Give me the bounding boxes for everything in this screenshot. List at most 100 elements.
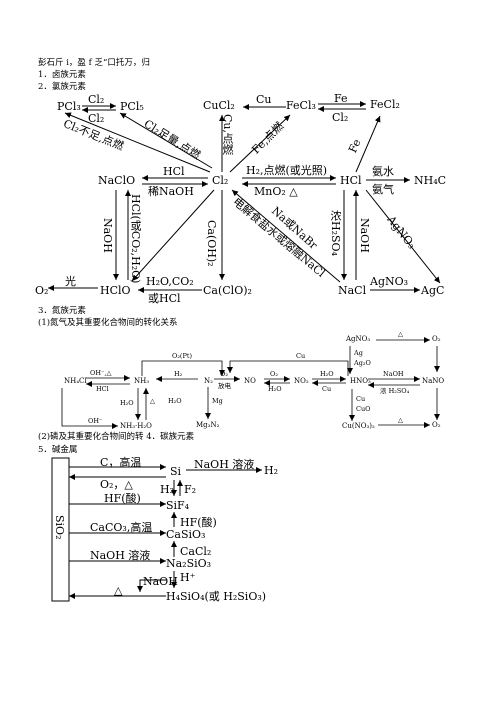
- label-oh-heat: OH⁻,△: [90, 369, 112, 377]
- label-or-hcl: 或HCl: [148, 292, 181, 305]
- species-o2-bottom: O₂: [432, 421, 441, 429]
- label-cu-no2: Cu: [322, 385, 332, 393]
- species-nh4cl: NH₄Cl: [64, 377, 87, 385]
- species-cucl2: CuCl₂: [203, 99, 235, 112]
- species-hcl: HCl: [340, 174, 362, 187]
- label-naoh-left: NaOH: [101, 218, 114, 253]
- label-hcl: HCl: [96, 385, 109, 393]
- species-no: NO: [244, 377, 256, 385]
- species-si: Si: [170, 465, 182, 478]
- species-casio3: CaSiO₃: [166, 528, 206, 541]
- label-ag2o: Ag₂O: [354, 359, 371, 367]
- label-dilute-naoh: 稀NaOH: [148, 185, 194, 198]
- species-nh3h2o: NH₃·H₂O: [120, 422, 152, 430]
- label-hf-acid-right: HF(酸): [180, 516, 217, 529]
- label-delta: △: [114, 584, 123, 597]
- label-h2o-mid: H₂O: [168, 397, 182, 405]
- label-hcl-co2-h2o: HCl(或CO₂,H₂O): [129, 194, 142, 284]
- species-nacl: NaCl: [338, 284, 367, 297]
- species-n2: N₂: [204, 377, 213, 385]
- phosphorus-carbon-heading: (2)磷及其重要化合物间的转 4．碳族元素: [38, 432, 195, 442]
- label-cu: Cu: [256, 93, 272, 106]
- label-cl2-fecl2: Cl₂: [332, 111, 349, 124]
- species-agno3: AgNO₃: [346, 335, 371, 343]
- label-conc-h2so4: 浓H₂SO₄: [329, 210, 342, 256]
- label-h-plus: H⁺: [180, 571, 196, 584]
- label-h2o-co2: H₂O,CO₂: [146, 275, 194, 288]
- label-naoh-solution-mid: NaOH 溶液: [90, 549, 151, 562]
- section-heading-nitrogen: 3．氮族元素: [38, 306, 86, 316]
- label-h2o-no: H₂O: [268, 385, 282, 393]
- label-f2: F₂: [184, 483, 197, 496]
- species-agc: AgC: [421, 284, 445, 297]
- label-naoh: NaOH: [383, 370, 404, 378]
- species-pcl5: PCl₅: [120, 100, 144, 113]
- label-h2o-no2: H₂O: [320, 370, 334, 378]
- label-mg: Mg: [212, 397, 223, 405]
- label-o2-arc: O₂: [220, 370, 228, 378]
- label-cl2-top: Cl₂: [88, 93, 105, 106]
- species-h4sio4: H₄SiO₄(或 H₂SiO₃): [166, 590, 267, 603]
- nitrogen-subheading: (1)氮气及其重要化合物间的转化关系: [38, 318, 178, 328]
- label-agno3-bottom: AgNO₃: [370, 275, 409, 288]
- label-caoh2: Ca(OH)₂: [205, 220, 218, 267]
- species-no2: NO₂: [294, 377, 309, 385]
- section-heading-chlorine: 2．氯族元素: [38, 82, 86, 92]
- species-pcl3: PCl₃: [57, 100, 81, 113]
- species-mg3n2: Mg₃N₂: [196, 421, 220, 429]
- label-ammonia-water: 氨水: [372, 165, 394, 178]
- species-caclo2: Ca(ClO)₂: [203, 284, 252, 297]
- species-fecl2: FeCl₂: [370, 98, 400, 111]
- label-o2-heat: O₂，△: [100, 478, 133, 491]
- label-ag: Ag: [354, 349, 363, 357]
- label-cu-ignite: Cu,点燃: [221, 114, 234, 155]
- species-na2sio3: Na₂SiO₃: [166, 557, 212, 570]
- species-cl2: Cl₂: [212, 174, 229, 187]
- label-discharge: 放电: [218, 382, 231, 390]
- label-cu-right: Cu: [356, 395, 366, 403]
- label-h2: H₂: [160, 483, 175, 496]
- label-cuo: CuO: [356, 405, 371, 413]
- label-h2-ignite: H₂,点燃(或光照): [246, 164, 328, 177]
- species-fecl3: FeCl₃: [286, 99, 316, 112]
- label-delta-top: △: [398, 330, 403, 338]
- label-oh-bottom: OH⁻: [88, 417, 103, 425]
- label-cl2-bottom: Cl₂: [88, 112, 105, 125]
- species-sif4: SiF₄: [166, 499, 190, 512]
- label-ammonia-gas: 氨气: [372, 183, 394, 196]
- section-heading-alkali: 5．碱金属: [38, 445, 78, 455]
- label-light: 光: [65, 275, 76, 288]
- label-o2-pt: O₂(Pt): [172, 352, 192, 360]
- label-naoh-solution-top: NaOH 溶液: [194, 458, 255, 471]
- label-naoh-right: NaOH: [358, 218, 371, 253]
- species-hclo: HClO: [100, 284, 131, 297]
- species-o2-top: O₂: [432, 335, 441, 343]
- species-naclo: NaClO: [98, 174, 136, 187]
- species-nh4c: NH₄C: [414, 174, 447, 187]
- label-c-high-temp: C，高温: [100, 456, 142, 469]
- label-hcl-arrow: HCl: [163, 165, 185, 178]
- label-h2o-left: H₂O: [120, 399, 134, 407]
- species-hno3: HNO₃: [350, 377, 371, 385]
- label-h2: H₂: [174, 370, 183, 378]
- label-hf-acid-left: HF(酸): [104, 492, 141, 505]
- species-o2: O₂: [35, 284, 49, 297]
- species-h2-product: H₂: [264, 464, 279, 477]
- label-cacl2: CaCl₂: [180, 545, 212, 558]
- label-conc-h2so4: 浓 H₂SO₄: [380, 387, 410, 395]
- species-sio2: SiO₂: [53, 515, 66, 540]
- species-nh3: NH₃: [134, 377, 150, 385]
- label-fe-top: Fe: [334, 92, 348, 105]
- species-cuno32: Cu(NO₃)₂: [342, 422, 375, 430]
- species-nano: NaNO: [422, 377, 445, 385]
- garbled-heading: 彭石斤 i，盈 f 乏“口托万，归: [38, 58, 150, 68]
- label-mno2: MnO₂ △: [254, 185, 298, 198]
- label-o2-no: O₂: [270, 370, 278, 378]
- label-naoh: NaOH: [143, 575, 178, 588]
- section-heading-halogen: 1．卤族元素: [38, 70, 86, 80]
- label-delta-bottom: △: [398, 416, 403, 424]
- label-caco3-high-temp: CaCO₃,高温: [90, 521, 153, 534]
